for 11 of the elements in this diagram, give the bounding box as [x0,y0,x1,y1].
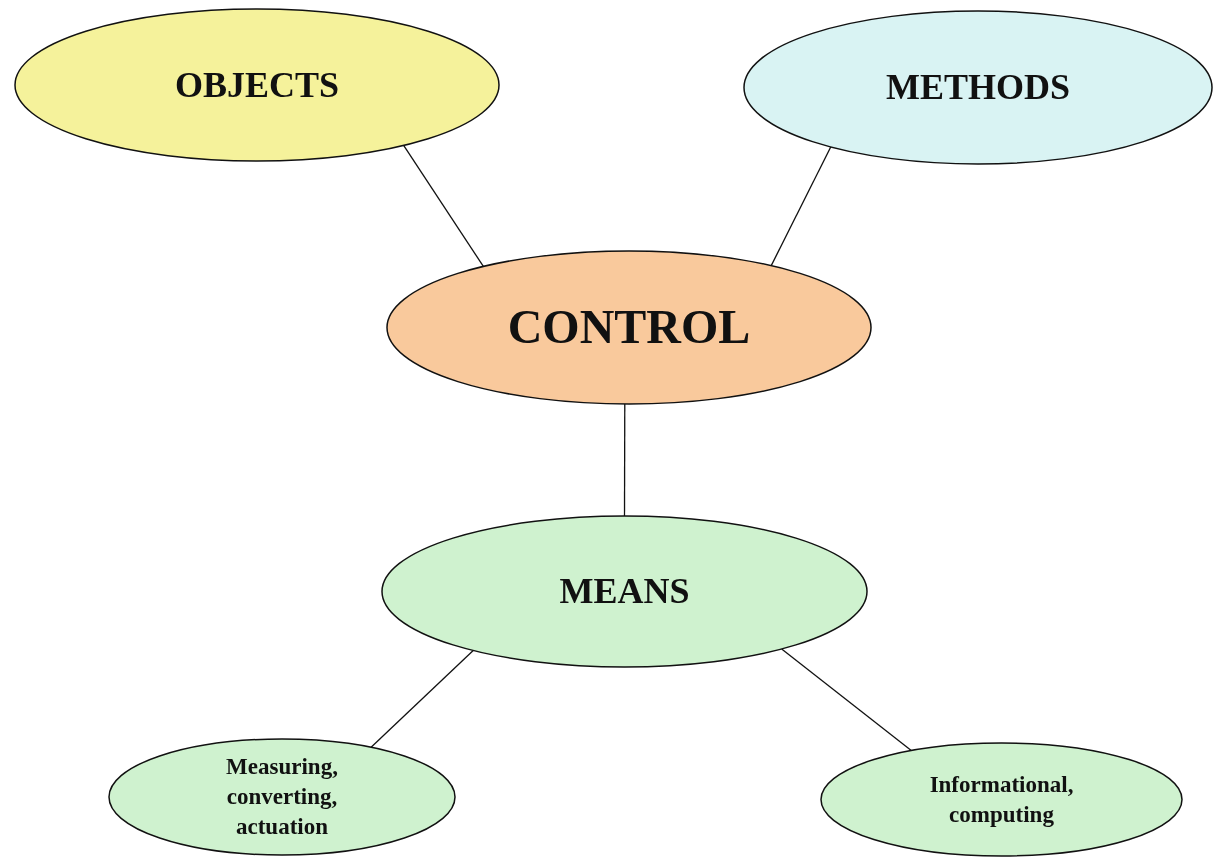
node-label: METHODS [886,66,1070,110]
connector-line [781,648,912,752]
node-label: Measuring, converting, actuation [225,753,339,841]
connector-line [370,649,474,748]
node-label: Informational, computing [928,770,1075,829]
connector-line [623,403,626,517]
node-label: OBJECTS [174,63,340,107]
node-label: MEANS [559,570,690,614]
node-label: CONTROL [507,299,751,356]
connector-line [770,146,832,267]
connector-line [403,144,484,268]
